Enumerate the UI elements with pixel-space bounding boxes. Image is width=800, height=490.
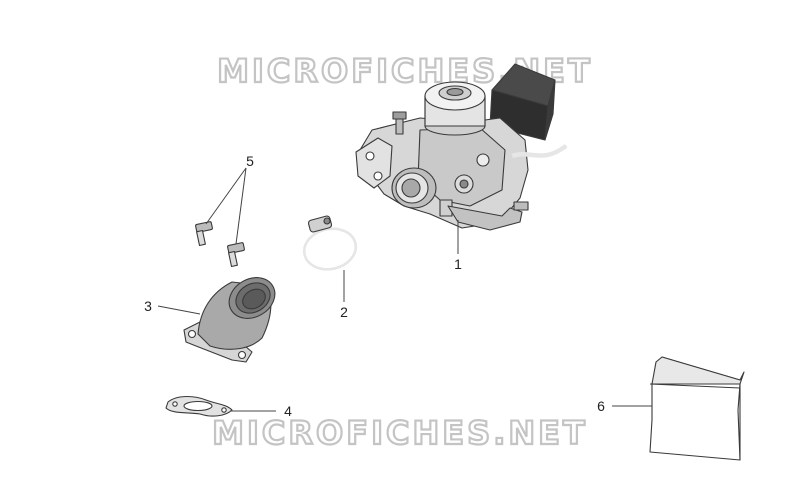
callout-6: 6 <box>597 398 605 414</box>
leader-line-5a <box>205 167 247 225</box>
kit-bag-part[interactable] <box>649 356 745 461</box>
gasket-part[interactable] <box>165 395 233 417</box>
callout-1: 1 <box>454 256 462 272</box>
leader-line-5b <box>235 167 247 245</box>
callout-3: 3 <box>144 298 152 314</box>
screw-left-part[interactable] <box>195 221 213 247</box>
screw-right-part[interactable] <box>227 242 245 268</box>
callout-2: 2 <box>340 304 348 320</box>
carburetor-part[interactable] <box>355 63 568 231</box>
callout-5: 5 <box>246 153 254 169</box>
intake-manifold-part[interactable] <box>183 270 282 363</box>
callout-4: 4 <box>284 403 292 419</box>
watermark-bottom: MICROFICHES.NET <box>212 414 588 452</box>
hose-clamp-part[interactable] <box>300 215 359 274</box>
leader-line-3 <box>157 305 201 315</box>
